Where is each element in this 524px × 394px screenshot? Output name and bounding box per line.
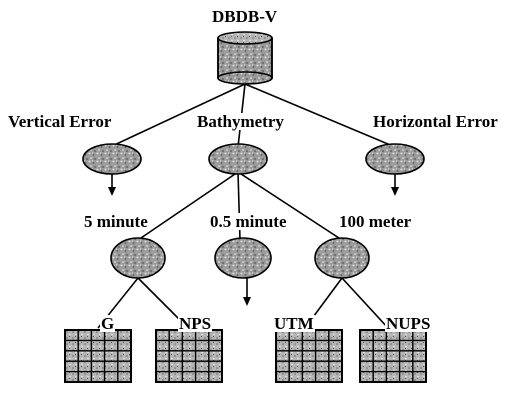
g-label: G xyxy=(100,314,116,333)
node-horizontal-error-ellipse xyxy=(365,143,425,175)
05-minute-label: 0.5 minute xyxy=(209,212,288,231)
node-5-minute-ellipse xyxy=(110,237,166,279)
node-bathymetry-ellipse xyxy=(208,143,268,175)
node-05-minute-ellipse xyxy=(214,237,272,279)
nps-label: NPS xyxy=(178,314,213,333)
leaf-grids xyxy=(64,329,427,383)
edge-root-horizontal-error xyxy=(244,83,396,148)
grid-table-icon xyxy=(64,329,132,383)
grid-table-icon xyxy=(155,329,223,383)
nups-label: NUPS xyxy=(385,314,432,333)
vertical-error-label: Vertical Error xyxy=(7,112,113,131)
arrow-down-icon xyxy=(391,187,399,196)
horizontal-error-label: Horizontal Error xyxy=(372,112,499,131)
grid-table-icon xyxy=(359,329,427,383)
bathymetry-label: Bathymetry xyxy=(196,112,285,131)
arrow-down-icon xyxy=(108,187,116,196)
utm-label: UTM xyxy=(273,314,315,333)
connector-lines xyxy=(97,83,396,329)
arrow-down-icon xyxy=(243,297,251,306)
arrow-heads xyxy=(108,187,399,306)
node-vertical-error-ellipse xyxy=(82,143,142,175)
100-meter-label: 100 meter xyxy=(338,212,413,231)
edge-100m-nups xyxy=(341,277,389,329)
root-label: DBDB-V xyxy=(212,7,278,26)
edge-root-vertical-error xyxy=(109,83,246,148)
node-100-meter-ellipse xyxy=(314,237,370,279)
edge-bathy-100m xyxy=(237,171,343,241)
database-cylinder-icon xyxy=(217,31,273,85)
5-minute-label: 5 minute xyxy=(83,212,149,231)
edge-bathy-5min xyxy=(137,171,239,241)
grid-table-icon xyxy=(275,329,343,383)
